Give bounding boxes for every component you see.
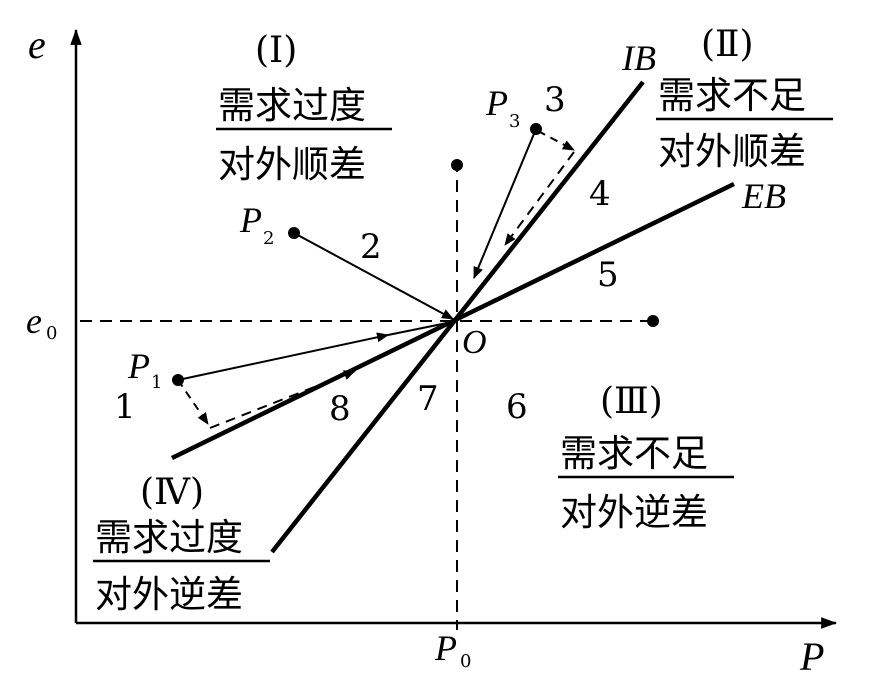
region-4: 4 <box>589 174 611 214</box>
p1-label: P <box>127 346 150 386</box>
quadrant-1-numeral: (Ⅰ) <box>255 30 297 71</box>
region-2: 2 <box>360 227 382 267</box>
quadrant-2-line1: 需求不足 <box>658 74 806 117</box>
origin-label: O <box>462 324 487 361</box>
p3-subscript: 3 <box>509 111 520 132</box>
quadrant-3-line1: 需求不足 <box>560 432 708 475</box>
arrow-p2-to-o <box>293 232 454 320</box>
quadrant-1-line2: 对外顺差 <box>218 143 366 186</box>
e0-right-dot <box>647 315 659 327</box>
dashed-arrow-p1-along-eb <box>209 370 356 429</box>
eb-line <box>171 181 735 461</box>
region-1: 1 <box>114 387 136 427</box>
quadrant-2-line2: 对外顺差 <box>658 130 806 173</box>
arrow-p1-to-o-tail <box>387 321 453 336</box>
arrow-p3-down <box>473 128 537 279</box>
e0-label: e <box>26 301 42 341</box>
p0-label: P <box>434 628 457 668</box>
dashed-arrow-p3-along-ib <box>504 151 575 246</box>
p2-subscript: 2 <box>263 228 274 249</box>
dashed-arrow-p1-down <box>177 379 209 425</box>
quadrant-2-numeral: (Ⅱ) <box>701 24 754 65</box>
quadrant-4-numeral: (Ⅳ) <box>140 472 204 513</box>
p2-label: P <box>239 200 262 240</box>
region-3: 3 <box>544 80 566 120</box>
ib-label: IB <box>621 38 656 78</box>
e0-subscript: 0 <box>46 323 57 344</box>
y-axis-label: e <box>28 22 46 67</box>
arrow-p1-to-o <box>177 332 389 381</box>
p0-top-dot <box>451 159 463 171</box>
quadrant-3-line2: 对外逆差 <box>560 491 708 534</box>
quadrant-3-numeral: (Ⅲ) <box>600 381 663 422</box>
quadrant-1-line1: 需求过度 <box>218 84 366 127</box>
region-6: 6 <box>506 387 528 427</box>
dashed-arrow-p3-right <box>537 130 575 151</box>
region-7: 7 <box>417 379 439 419</box>
region-5: 5 <box>597 255 619 295</box>
p1-subscript: 1 <box>151 372 162 393</box>
x-axis-label: P <box>799 634 824 677</box>
quadrant-4-line2: 对外逆差 <box>95 573 243 616</box>
quadrant-4-line1: 需求过度 <box>95 516 243 559</box>
eb-label: EB <box>741 176 786 216</box>
region-8: 8 <box>329 389 351 429</box>
p0-subscript: 0 <box>460 651 471 672</box>
p3-label: P <box>485 83 508 123</box>
